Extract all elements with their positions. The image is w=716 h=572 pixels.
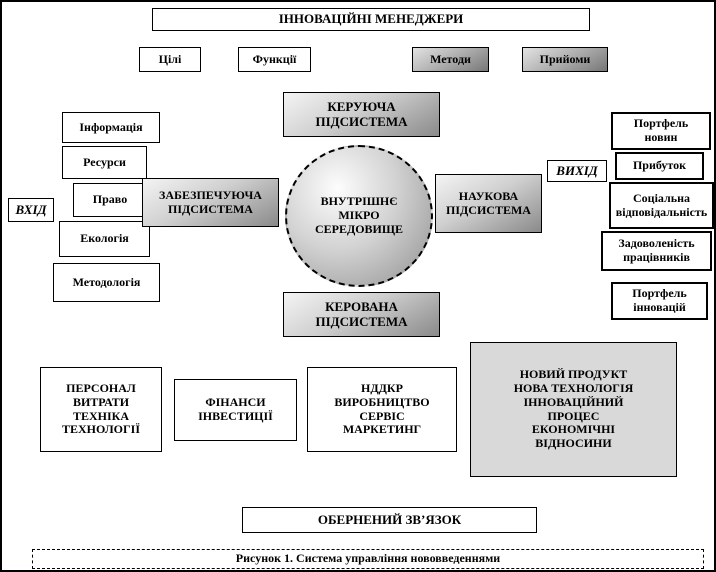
box-goals: Цілі (139, 47, 201, 72)
box-rnd: НДДКР ВИРОБНИЦТВО СЕРВІС МАРКЕТИНГ (307, 367, 457, 452)
box-employee-satisfaction: Задоволеність працівників (601, 231, 712, 271)
box-personnel: ПЕРСОНАЛ ВИТРАТИ ТЕХНІКА ТЕХНОЛОГІЇ (40, 367, 162, 452)
box-techniques: Прийоми (522, 47, 608, 72)
label-output: ВИХІД (547, 160, 607, 182)
box-innovation-managers: ІННОВАЦІЙНІ МЕНЕДЖЕРИ (152, 8, 590, 31)
box-managing-subsystem: КЕРУЮЧА ПІДСИСТЕМА (283, 92, 440, 137)
ellipse-internal-microenvironment: ВНУТРІШНЄ МІКРО СЕРЕДОВИЩЕ (285, 145, 433, 287)
box-providing-subsystem: ЗАБЕЗПЕЧУЮЧА ПІДСИСТЕМА (142, 178, 279, 227)
box-functions: Функції (238, 47, 311, 72)
box-portfolio-news: Портфель новин (611, 112, 711, 150)
box-scientific-subsystem: НАУКОВА ПІДСИСТЕМА (435, 174, 542, 233)
box-profit: Прибуток (615, 152, 704, 180)
box-social-responsibility: Соціальна відповідальність (609, 182, 714, 229)
box-information: Інформація (62, 112, 160, 143)
box-methodology: Методологія (53, 263, 160, 302)
caption-figure: Рисунок 1. Система управління нововведен… (32, 549, 704, 569)
box-new-product: НОВИЙ ПРОДУКТ НОВА ТЕХНОЛОГІЯ ІННОВАЦІЙН… (470, 342, 677, 477)
box-resources: Ресурси (62, 146, 147, 179)
box-methods: Методи (412, 47, 489, 72)
box-ecology: Екологія (59, 221, 150, 257)
label-input: ВХІД (8, 198, 54, 222)
box-portfolio-innovations: Портфель інновацій (611, 282, 708, 320)
box-feedback: ОБЕРНЕНИЙ ЗВ’ЯЗОК (242, 507, 537, 533)
box-managed-subsystem: КЕРОВАНА ПІДСИСТЕМА (283, 292, 440, 337)
box-finances: ФІНАНСИ ІНВЕСТИЦІЇ (174, 379, 297, 441)
box-law: Право (73, 183, 147, 217)
